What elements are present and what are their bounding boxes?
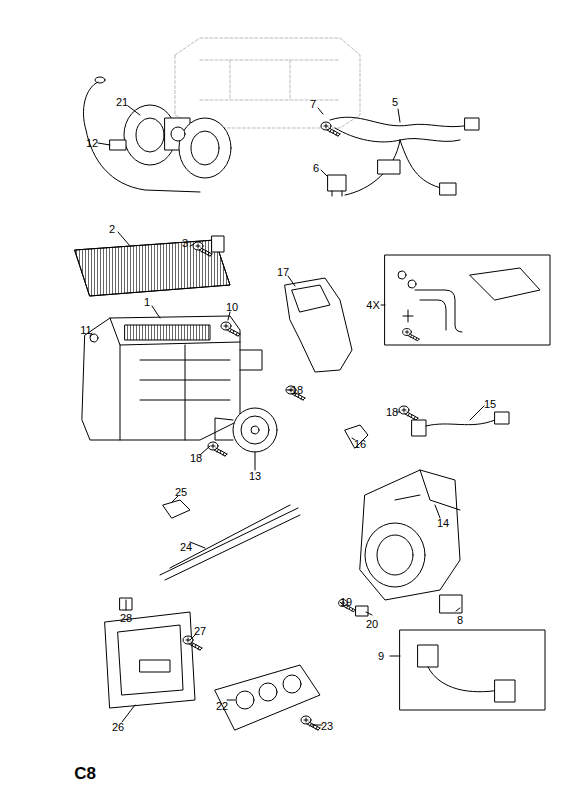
callout-number: 13 bbox=[248, 470, 262, 483]
callout-number: 28 bbox=[119, 612, 133, 625]
callout-number: 12 bbox=[85, 137, 99, 150]
callout-number: 7 bbox=[309, 98, 317, 111]
callout-number: 18 bbox=[290, 384, 304, 397]
callout-number: 1 bbox=[143, 296, 151, 309]
callout-number: 3 bbox=[181, 237, 189, 250]
callout-number: 22 bbox=[215, 700, 229, 713]
callout-number: 6 bbox=[312, 162, 320, 175]
callout-number: 26 bbox=[111, 721, 125, 734]
callout-number: 16 bbox=[353, 438, 367, 451]
callout-number: 17 bbox=[276, 266, 290, 279]
callout-number: 23 bbox=[320, 720, 334, 733]
callout-number: 20 bbox=[365, 618, 379, 631]
callout-number: 21 bbox=[115, 96, 129, 109]
page-code: C8 bbox=[73, 764, 97, 783]
callout-number: 24 bbox=[179, 541, 193, 554]
callout-number: 18 bbox=[189, 452, 203, 465]
callout-number: 8 bbox=[456, 614, 464, 627]
callout-number: 5 bbox=[391, 96, 399, 109]
callout-number: 15 bbox=[483, 398, 497, 411]
callout-number: 9 bbox=[377, 650, 385, 663]
callout-number: 14 bbox=[436, 517, 450, 530]
callout-number: 18 bbox=[385, 406, 399, 419]
callout-number: 27 bbox=[193, 625, 207, 638]
callout-number: 10 bbox=[225, 301, 239, 314]
callout-number: 25 bbox=[174, 486, 188, 499]
callout-number: 11 bbox=[79, 324, 92, 337]
callout-number: 19 bbox=[339, 596, 353, 609]
callout-number: 4X bbox=[365, 299, 380, 312]
callout-number: 2 bbox=[108, 223, 116, 236]
